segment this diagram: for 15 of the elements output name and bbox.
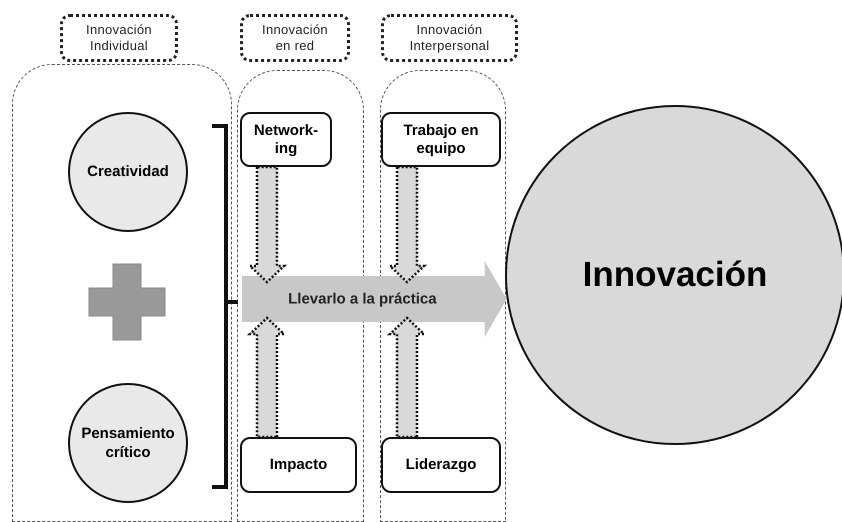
header-box: Innovación Individual: [60, 14, 178, 62]
header-box: Innovación en red: [240, 14, 350, 62]
edge-label: Llevarlo a la práctica: [288, 290, 437, 308]
dashed-column: [380, 70, 506, 522]
rounded-box: Impacto: [240, 437, 357, 493]
rounded-box: Liderazgo: [381, 437, 501, 493]
header-box: Innovación Interpersonal: [381, 14, 518, 62]
rounded-box: Network- ing: [240, 112, 332, 167]
circle-node: Creatividad: [68, 112, 188, 232]
large-circle: Innovación: [505, 105, 842, 445]
block-arrow: [242, 261, 507, 337]
dashed-column: [237, 70, 364, 522]
dashed-column: [12, 64, 232, 522]
circle-node: Pensamiento crítico: [68, 383, 188, 503]
rounded-box: Trabajo en equipo: [381, 112, 501, 167]
